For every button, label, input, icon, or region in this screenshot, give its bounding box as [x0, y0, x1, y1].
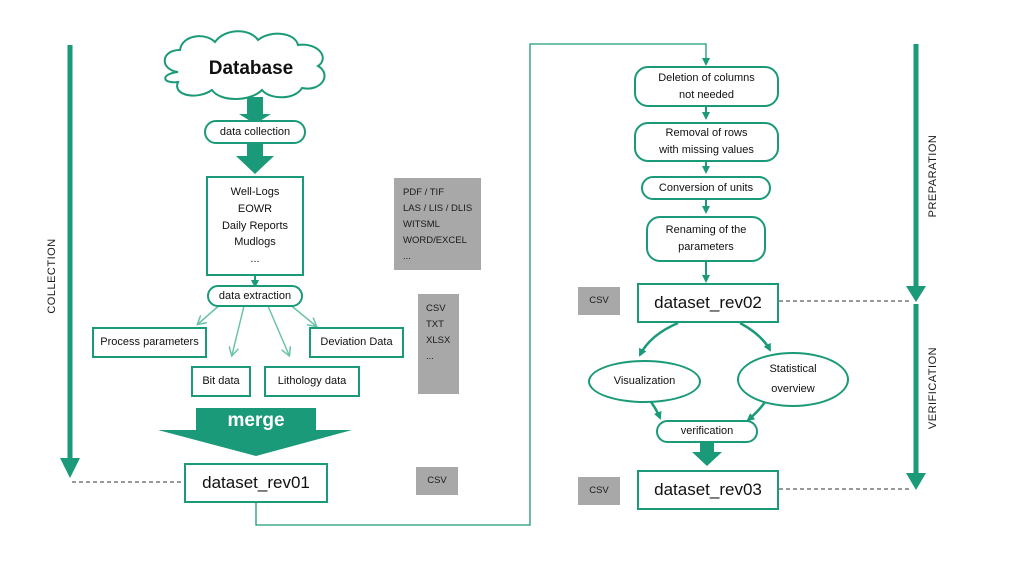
collection-phase-label: COLLECTION — [46, 238, 58, 314]
dataset-rev03-box: dataset_rev03 — [637, 470, 779, 510]
source-formats-box: PDF / TIF LAS / LIS / DLIS WITSML WORD/E… — [394, 178, 481, 270]
prep-step-remove-rows: Removal of rows with missing values — [634, 122, 779, 162]
format-item: ... — [403, 251, 411, 262]
dataset-rev02-label: dataset_rev02 — [654, 292, 762, 312]
prep-step-line: not needed — [678, 88, 735, 101]
dataset-rev02-box: dataset_rev02 — [637, 283, 779, 323]
statistical-line: Statistical — [769, 363, 817, 376]
source-item: Daily Reports — [221, 219, 289, 232]
data-collection-node: data collection — [204, 120, 306, 144]
verification-node: verification — [656, 420, 758, 443]
verification-phase-label: VERIFICATION — [927, 346, 939, 430]
lithology-data-label: Lithology data — [277, 375, 347, 388]
process-parameters-label: Process parameters — [100, 336, 199, 349]
prep-step-line: with missing values — [659, 144, 754, 156]
merge-arrow-shape — [158, 408, 352, 456]
csv-badge-rev02: CSV — [578, 287, 620, 315]
csv-badge-rev03: CSV — [578, 477, 620, 505]
database-label: Database — [208, 58, 294, 79]
data-collection-label: data collection — [219, 125, 291, 138]
prep-step-line: parameters — [678, 241, 734, 253]
visualization-label: Visualization — [613, 375, 676, 388]
data-sources-box: Well-Logs EOWR Daily Reports Mudlogs ... — [206, 176, 304, 276]
prep-step-line: Conversion of units — [658, 181, 754, 194]
prep-step-line: Renaming of the — [665, 224, 747, 237]
database-cloud-shape — [163, 30, 326, 100]
source-item: Well-Logs — [230, 185, 280, 198]
source-item: EOWR — [237, 202, 273, 215]
prep-step-convert-units: Conversion of units — [641, 176, 771, 200]
merge-label: merge — [227, 410, 285, 431]
dataset-rev03-label: dataset_rev03 — [654, 479, 762, 499]
prep-step-delete-columns: Deletion of columns not needed — [634, 66, 779, 107]
format-item: WORD/EXCEL — [403, 235, 467, 246]
lithology-data-box: Lithology data — [264, 366, 360, 397]
dataset-rev01-box: dataset_rev01 — [184, 463, 328, 503]
verification-phase-arrow — [906, 304, 926, 490]
preparation-phase-arrow — [906, 44, 926, 302]
bit-data-label: Bit data — [202, 375, 240, 388]
prep-step-line: Deletion of columns — [658, 71, 755, 84]
format-item: XLSX — [426, 335, 451, 346]
source-item: ... — [250, 253, 260, 266]
data-extraction-node: data extraction — [207, 285, 303, 307]
format-item: WITSML — [403, 219, 440, 230]
format-item: PDF / TIF — [403, 187, 444, 198]
prep-step-line: Removal of rows — [665, 127, 748, 140]
source-item: Mudlogs — [234, 236, 276, 249]
statistical-overview-node: Statistical overview — [737, 352, 849, 407]
bit-data-box: Bit data — [191, 366, 251, 397]
statistical-line: overview — [771, 383, 815, 395]
process-parameters-box: Process parameters — [92, 327, 207, 358]
preparation-phase-label: PREPARATION — [927, 134, 939, 218]
visualization-node: Visualization — [588, 360, 701, 403]
data-extraction-label: data extraction — [218, 289, 292, 302]
verification-label: verification — [680, 425, 734, 438]
format-item: TXT — [426, 319, 444, 330]
extract-formats-box: CSV TXT XLSX ... — [418, 294, 459, 394]
dataset-rev01-label: dataset_rev01 — [202, 472, 310, 492]
collection-phase-arrow — [60, 45, 80, 478]
format-item: CSV — [426, 303, 446, 314]
format-item: ... — [426, 351, 434, 362]
prep-step-rename-parameters: Renaming of the parameters — [646, 216, 766, 262]
format-item: LAS / LIS / DLIS — [403, 203, 473, 214]
deviation-data-label: Deviation Data — [320, 336, 393, 349]
deviation-data-box: Deviation Data — [309, 327, 404, 358]
csv-badge-rev01: CSV — [416, 467, 458, 495]
